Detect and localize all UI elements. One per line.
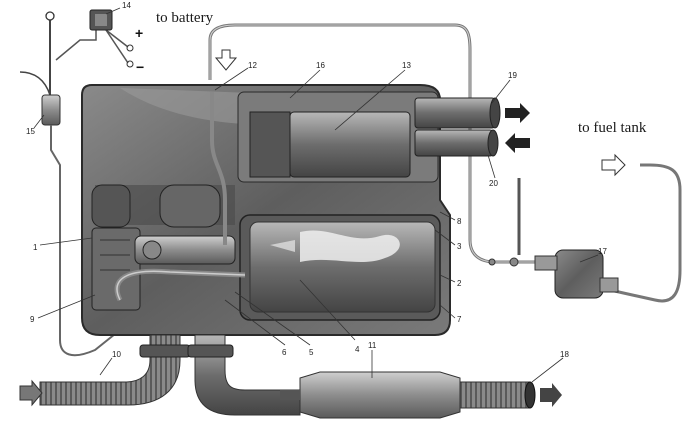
- fuel-down-arrow: [214, 49, 238, 71]
- callout-17: 17: [598, 247, 607, 256]
- flame: [300, 230, 400, 262]
- callout-9: 9: [30, 315, 35, 324]
- combustion-air-inlet: [414, 129, 499, 157]
- callout-11: 11: [368, 341, 377, 350]
- to-battery-label: to battery: [156, 10, 214, 26]
- callout-8: 8: [457, 217, 462, 226]
- callout-13: 13: [402, 61, 411, 70]
- control-unit: [91, 227, 141, 311]
- callout-3: 3: [457, 242, 462, 251]
- exhaust-out-arrow: [505, 103, 530, 123]
- coolant-in-arrow: [19, 379, 43, 407]
- callout-15: 15: [26, 127, 35, 136]
- leader-lines: [33, 7, 599, 383]
- heat-exchanger: [239, 214, 441, 321]
- callout-2: 2: [457, 279, 462, 288]
- fuel-supply-pipe-internal: [114, 92, 246, 302]
- fuel-tank-arrow: [601, 153, 626, 177]
- coolant-outlet-elbow: [187, 334, 301, 416]
- fuse-holder: [89, 9, 113, 31]
- fan-wheel: [91, 184, 221, 228]
- glow-plug: [134, 235, 236, 265]
- callout-6: 6: [282, 348, 287, 357]
- callout-20: 20: [489, 179, 498, 188]
- exhaust-silencer: [280, 371, 536, 419]
- callout-labels: 1 2 3 4 5 6 7 8 9 10 11 12 13 14 15 16 1…: [26, 1, 607, 359]
- inline-fuse: [41, 94, 121, 357]
- callout-19: 19: [508, 71, 517, 80]
- callout-14: 14: [122, 1, 131, 10]
- callout-12: 12: [248, 61, 257, 70]
- callout-7: 7: [457, 315, 462, 324]
- flow-arrows: [19, 49, 626, 407]
- battery-wiring: [19, 11, 134, 96]
- callout-1: 1: [33, 243, 38, 252]
- callout-18: 18: [560, 350, 569, 359]
- callout-16: 16: [316, 61, 325, 70]
- coolant-inlet-elbow: [39, 334, 191, 406]
- combustion-air-blower: [237, 91, 439, 183]
- callout-4: 4: [355, 345, 360, 354]
- battery-plus-sign: +: [135, 25, 143, 41]
- exhaust-outlet: [414, 97, 501, 129]
- callout-10: 10: [112, 350, 121, 359]
- fuel-pump: [488, 249, 619, 299]
- battery-minus-sign: −: [136, 59, 144, 75]
- fuel-line: [208, 23, 682, 303]
- to-fuel-tank-label: to fuel tank: [578, 120, 647, 136]
- coolant-out-arrow: [540, 383, 562, 407]
- callout-5: 5: [309, 348, 314, 357]
- air-in-arrow: [505, 133, 530, 153]
